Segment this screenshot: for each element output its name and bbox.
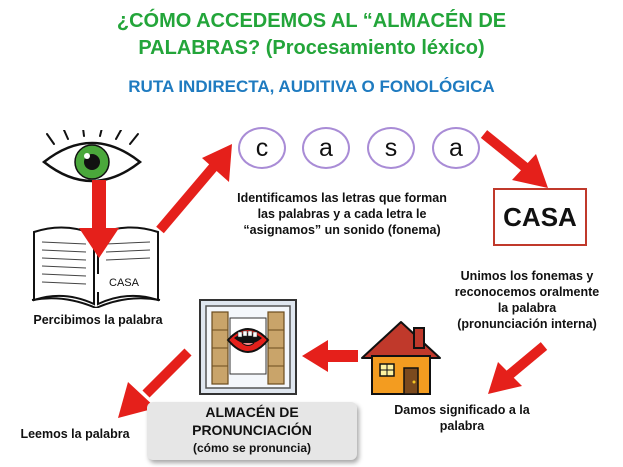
almacen-line-1: ALMACÉN DE [205, 404, 299, 420]
book-word: CASA [109, 277, 139, 289]
letter-s: s [367, 127, 415, 169]
unite-line-1: Unimos los fonemas y [460, 269, 594, 283]
meaning-line-2: palabra [439, 419, 485, 433]
identify-line-2: las palabras y a cada letra le [257, 207, 427, 221]
almacen-line-2: PRONUNCIACIÓN [192, 422, 312, 438]
letter-c: c [238, 127, 286, 169]
arrow-book-to-letters [156, 144, 232, 234]
shelf-mouth-icon [199, 299, 297, 395]
almacen-line-3: (cómo se pronuncia) [192, 441, 311, 455]
identify-line-3: “asignamos” un sonido (fonema) [243, 223, 441, 237]
letter-a-1: a [302, 127, 350, 169]
perceive-label: Percibimos la palabra [33, 313, 163, 327]
arrow-eye-to-book [79, 180, 119, 258]
letter-a-2: a [432, 127, 480, 169]
almacen-box [147, 402, 357, 460]
unite-line-3: la palabra [497, 301, 557, 315]
unite-line-4: (pronunciación interna) [457, 317, 597, 331]
arrow-shelf-to-read [118, 348, 192, 418]
casa-word-box: CASA [493, 188, 587, 246]
unite-line-2: reconocemos oralmente [454, 285, 600, 299]
arrow-unite-to-meaning [488, 342, 548, 394]
subtitle: RUTA INDIRECTA, AUDITIVA O FONOLÓGICA [128, 77, 495, 96]
meaning-line-1: Damos significado a la [394, 403, 530, 417]
title-line-2: PALABRAS? (Procesamiento léxico) [138, 37, 485, 59]
eye-icon [41, 130, 143, 183]
identify-line-1: Identificamos las letras que forman [237, 191, 447, 205]
arrow-house-to-shelf [302, 340, 358, 372]
title-line-1: ¿CÓMO ACCEDEMOS AL “ALMACÉN DE [116, 10, 507, 32]
read-label: Leemos la palabra [20, 427, 130, 441]
house-icon [361, 321, 441, 395]
arrow-letters-to-casa [480, 130, 548, 188]
